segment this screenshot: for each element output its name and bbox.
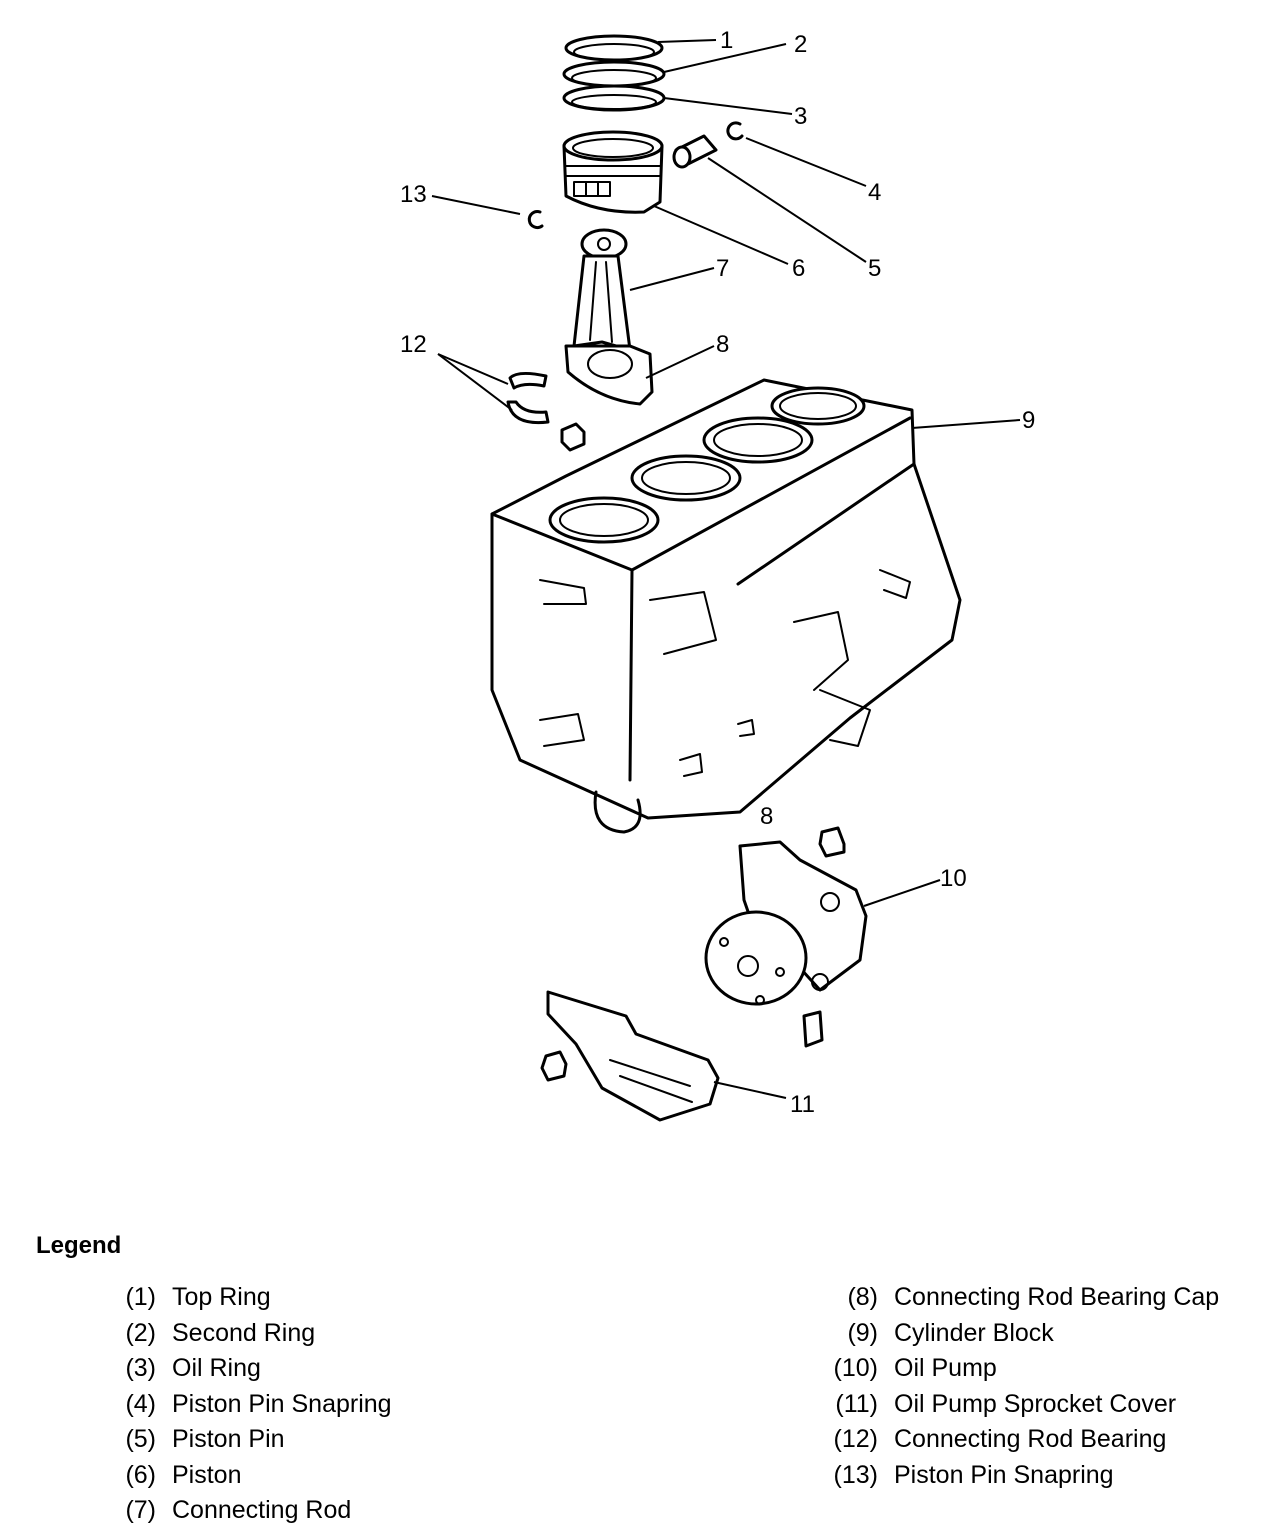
legend-number: (1)	[125, 1283, 156, 1312]
callout-13: 13	[400, 181, 427, 208]
legend-number: (11)	[835, 1389, 878, 1418]
legend-item: (13) Piston Pin Snapring	[818, 1458, 1219, 1494]
callout-9: 9	[1022, 407, 1035, 434]
callout-1: 1	[720, 27, 733, 54]
legend-item: (6) Piston	[96, 1458, 392, 1494]
piston	[562, 130, 664, 214]
legend-text: Connecting Rod Bearing	[894, 1425, 1167, 1454]
legend-text: Oil Ring	[172, 1354, 261, 1383]
legend-item: (10) Oil Pump	[818, 1351, 1219, 1387]
legend-title: Legend	[36, 1232, 122, 1259]
leader-lines	[431, 39, 1021, 1099]
legend-item: (3) Oil Ring	[96, 1351, 392, 1387]
legend-number: (12)	[833, 1425, 878, 1454]
callout-6: 6	[792, 255, 805, 282]
connecting-rod	[572, 228, 632, 352]
callout-3: 3	[794, 103, 807, 130]
legend-item: (8) Connecting Rod Bearing Cap	[818, 1280, 1219, 1316]
legend-number: (5)	[125, 1425, 156, 1454]
oil-ring	[562, 84, 666, 112]
legend-item: (5) Piston Pin	[96, 1422, 392, 1458]
legend-number: (6)	[125, 1460, 156, 1489]
legend-text: Piston Pin Snapring	[172, 1389, 392, 1418]
legend-number: (3)	[125, 1354, 156, 1383]
legend-number: (4)	[125, 1389, 156, 1418]
legend-number: (9)	[847, 1318, 878, 1347]
piston-pin	[672, 134, 718, 169]
legend-text: Connecting Rod	[172, 1496, 352, 1525]
callout-5: 5	[868, 255, 881, 282]
connecting-rod-bearing	[506, 371, 550, 425]
callout-10: 10	[940, 865, 967, 892]
legend-text: Piston Pin	[172, 1425, 285, 1454]
callout-7: 7	[716, 255, 729, 282]
legend-item: (12) Connecting Rod Bearing	[818, 1422, 1219, 1458]
legend-item: (7) Connecting Rod	[96, 1493, 392, 1529]
legend-left-column: (1) Top Ring (2) Second Ring (3) Oil Ring (…	[96, 1280, 392, 1529]
legend-text: Oil Pump	[894, 1354, 997, 1383]
exploded-engine-diagram: 1 2 3 4 5 6 7 8 8 9 10 11 12 13	[400, 27, 1035, 1122]
legend-item: (4) Piston Pin Snapring	[96, 1387, 392, 1423]
cylinder-block	[490, 378, 962, 834]
piston-pin-snapring-left	[527, 210, 544, 230]
legend-number: (13)	[833, 1460, 878, 1489]
top-ring	[564, 34, 664, 62]
legend-text: Oil Pump Sprocket Cover	[894, 1389, 1177, 1418]
legend-item: (2) Second Ring	[96, 1316, 392, 1352]
legend-text: Second Ring	[172, 1318, 316, 1347]
legend-text: Cylinder Block	[894, 1318, 1054, 1347]
legend-number: (2)	[125, 1318, 156, 1347]
legend-right-column: (8) Connecting Rod Bearing Cap (9) Cylinde…	[818, 1280, 1220, 1494]
piston-pin-snapring-right	[726, 121, 744, 141]
second-ring	[562, 60, 666, 88]
legend-number: (8)	[847, 1283, 878, 1312]
callout-8: 8	[716, 331, 729, 358]
callout-2: 2	[794, 31, 807, 58]
callout-11: 11	[790, 1091, 815, 1118]
legend-number: (7)	[125, 1496, 156, 1525]
callout-12: 12	[400, 331, 427, 358]
legend-item: (11) Oil Pump Sprocket Cover	[818, 1387, 1219, 1423]
legend-text: Piston	[172, 1460, 242, 1489]
legend-text: Top Ring	[172, 1283, 271, 1312]
callout-8-lower: 8	[760, 803, 773, 830]
callout-4: 4	[868, 179, 881, 206]
legend-item: (9) Cylinder Block	[818, 1316, 1219, 1352]
legend-text: Connecting Rod Bearing Cap	[894, 1283, 1220, 1312]
legend-number: (10)	[833, 1354, 878, 1383]
legend-item: (1) Top Ring	[96, 1280, 392, 1316]
oil-pump	[704, 826, 868, 1048]
legend-text: Piston Pin Snapring	[894, 1460, 1114, 1489]
bearing-nut	[560, 422, 586, 452]
oil-pump-sprocket-cover	[540, 990, 720, 1122]
connecting-rod-bearing-cap	[564, 344, 654, 406]
